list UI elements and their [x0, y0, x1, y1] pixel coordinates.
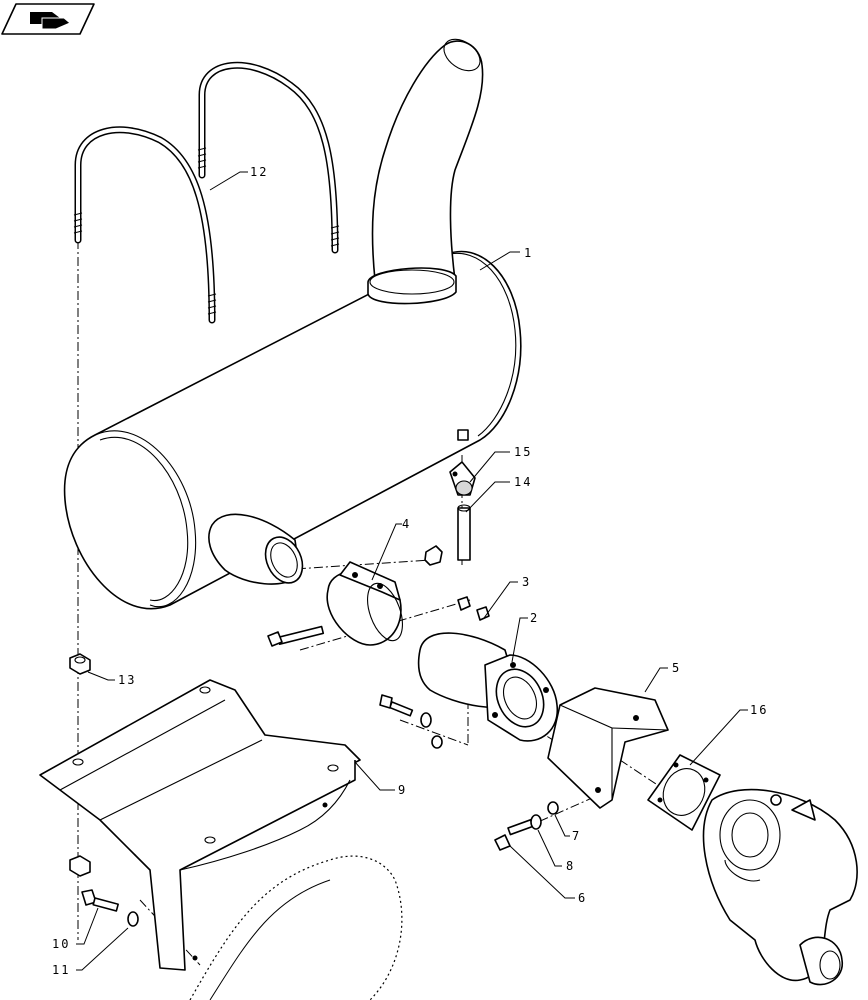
- u-bolt-rear: [197, 61, 340, 254]
- heat-shield: [39, 679, 361, 971]
- flange-nut-upper: [69, 653, 91, 675]
- callout-3: 3: [522, 575, 531, 589]
- engine-housing-outline: [189, 855, 403, 1000]
- callout-labels: 1 12 15 14 4 3 2 5 16 9 7 8 6 13 10 11: [52, 165, 768, 977]
- flange-nuts: [457, 596, 490, 621]
- callout-12: 12: [250, 165, 268, 179]
- callout-14: 14: [514, 475, 532, 489]
- bracket-washers: [530, 801, 559, 830]
- callout-13: 13: [118, 673, 136, 687]
- turbocharger: [702, 788, 858, 986]
- hand-pointer-icon: [30, 12, 71, 30]
- callout-5: 5: [672, 661, 681, 675]
- drain-tube: [457, 504, 471, 561]
- callout-16: 16: [750, 703, 768, 717]
- callout-6: 6: [578, 891, 587, 905]
- muffler: [63, 38, 522, 610]
- callout-2: 2: [530, 611, 539, 625]
- callout-11: 11: [52, 963, 70, 977]
- turbo-bracket: [547, 687, 669, 809]
- callout-4: 4: [402, 517, 411, 531]
- shield-washer: [127, 911, 139, 927]
- clamp-bolt: [267, 625, 325, 647]
- flange-nut-lower: [69, 855, 91, 877]
- mounting-bolts: [379, 694, 443, 749]
- callout-15: 15: [514, 445, 532, 459]
- callout-10: 10: [52, 937, 70, 951]
- callout-8: 8: [566, 859, 575, 873]
- exhaust-clamp: [326, 561, 403, 646]
- shield-bolt: [81, 889, 119, 912]
- u-bolt-front: [73, 126, 217, 324]
- callout-1: 1: [524, 246, 533, 260]
- bracket-bolt: [494, 818, 534, 851]
- callout-7: 7: [572, 829, 581, 843]
- adapter-pipe: [417, 632, 558, 742]
- nav-badge[interactable]: [1, 3, 95, 35]
- clamp-nut: [424, 545, 443, 566]
- hose-clamp: [449, 461, 476, 496]
- callout-9: 9: [398, 783, 407, 797]
- turbo-gasket: [647, 754, 721, 831]
- leader-lines: [76, 171, 748, 971]
